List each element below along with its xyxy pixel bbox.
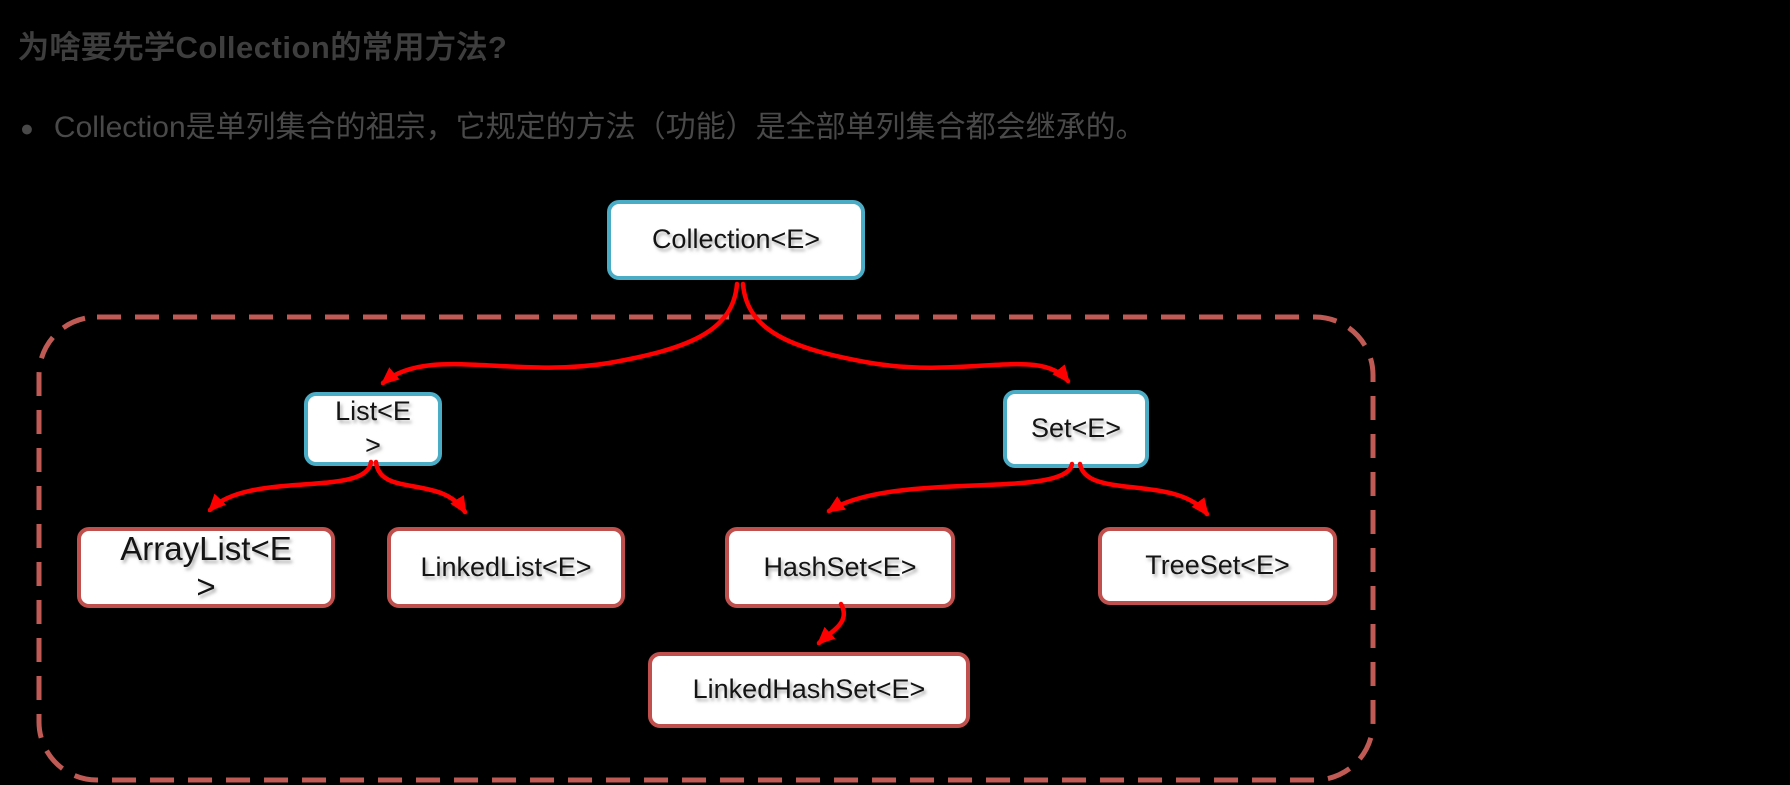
node-linkedhashset: LinkedHashSet<E> xyxy=(648,652,970,728)
node-hashset: HashSet<E> xyxy=(725,527,955,608)
bullet-item: ● Collection是单列集合的祖宗，它规定的方法（功能）是全部单列集合都会… xyxy=(20,108,1146,148)
bullet-text: Collection是单列集合的祖宗，它规定的方法（功能）是全部单列集合都会继承… xyxy=(53,111,1146,144)
edge-set-to-hashset xyxy=(826,461,1075,514)
edge-list-to-arraylist xyxy=(207,459,374,513)
node-linkedlist: LinkedList<E> xyxy=(387,527,625,608)
node-collection: Collection<E> xyxy=(607,200,865,280)
edge-collection-to-list xyxy=(380,281,740,386)
bullet-icon: ● xyxy=(20,115,34,141)
edge-set-to-treeset xyxy=(1077,461,1210,517)
node-treeset: TreeSet<E> xyxy=(1098,527,1337,605)
page-title: 为啥要先学Collection的常用方法? xyxy=(18,30,508,65)
node-arraylist: ArrayList<E > xyxy=(77,527,335,608)
edge-list-to-linkedlist xyxy=(373,459,468,515)
node-list: List<E > xyxy=(304,392,442,466)
edge-hashset-to-linkedhashset xyxy=(816,601,846,646)
node-set: Set<E> xyxy=(1003,390,1149,468)
edge-collection-to-set xyxy=(740,281,1071,384)
